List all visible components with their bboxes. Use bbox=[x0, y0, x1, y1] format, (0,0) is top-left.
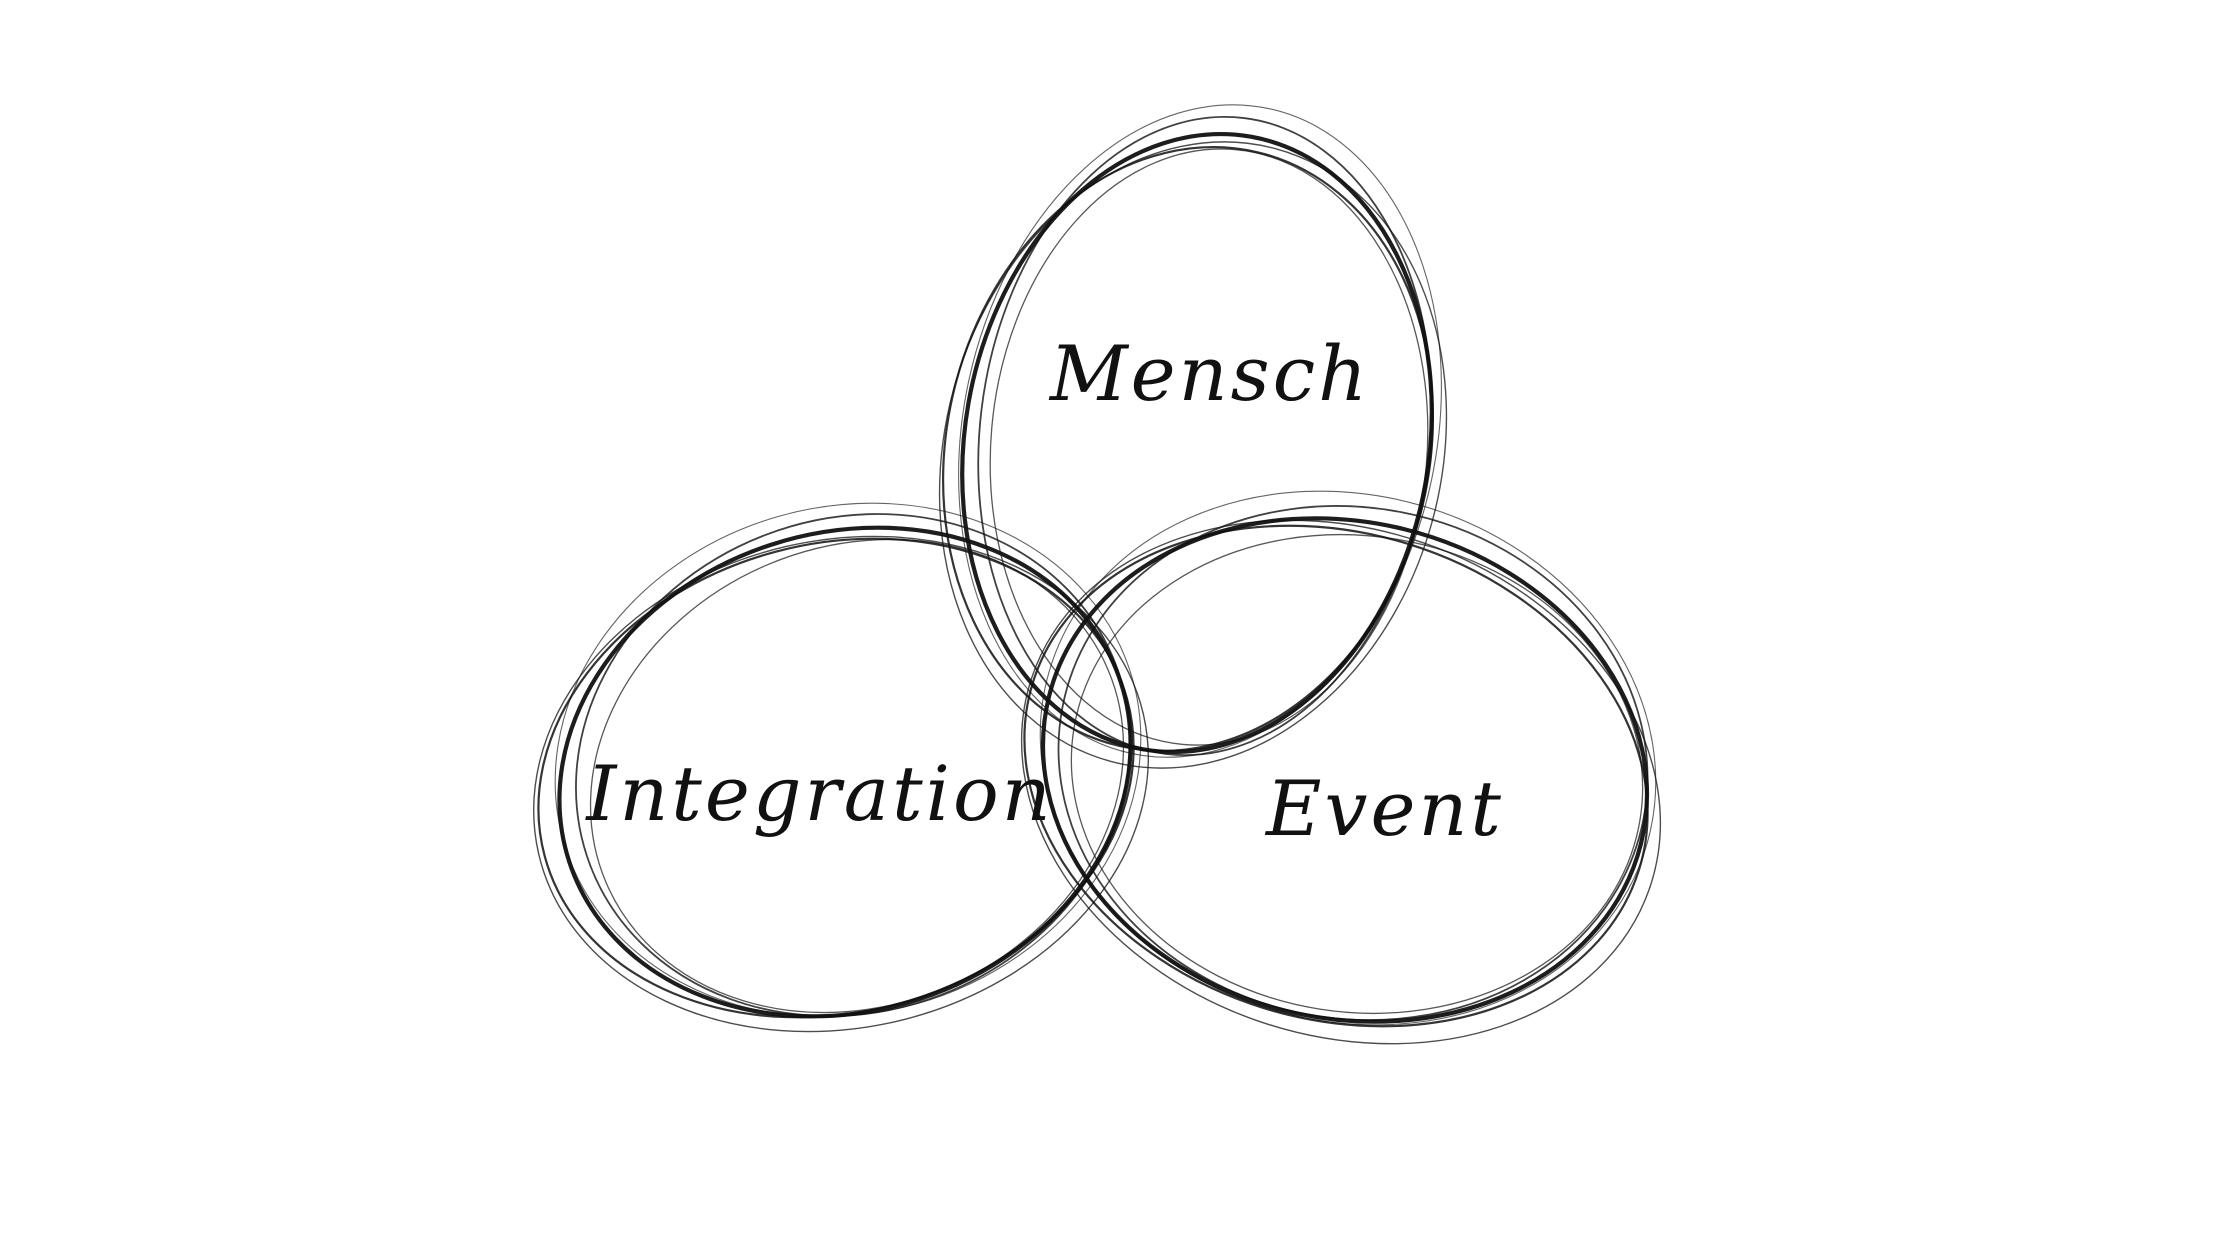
event-outline-stroke bbox=[1039, 490, 1657, 1026]
mensch-outline-stroke bbox=[989, 148, 1429, 746]
label-integration: Integration bbox=[584, 749, 1053, 838]
venn-set-event bbox=[1020, 490, 1662, 1045]
event-outline-stroke bbox=[1020, 519, 1662, 1045]
mensch-outline-stroke bbox=[938, 141, 1448, 769]
label-mensch: Mensch bbox=[1048, 329, 1370, 418]
integration-outline-stroke bbox=[533, 535, 1149, 1033]
integration-outline-stroke bbox=[554, 502, 1142, 1018]
venn-set-integration bbox=[533, 502, 1149, 1033]
integration-outline-stroke bbox=[575, 513, 1131, 1017]
mensch-outline-stroke bbox=[958, 104, 1442, 758]
event-outline-stroke bbox=[1040, 516, 1650, 1024]
venn-set-mensch bbox=[938, 104, 1448, 769]
event-outline-stroke bbox=[1057, 505, 1649, 1021]
event-outline-stroke bbox=[1070, 533, 1644, 1015]
integration-outline-stroke bbox=[589, 538, 1125, 1014]
mensch-outline-stroke bbox=[942, 146, 1434, 752]
label-event: Event bbox=[1264, 764, 1504, 853]
mensch-outline-stroke bbox=[977, 115, 1433, 757]
event-outline-stroke bbox=[1023, 524, 1649, 1028]
